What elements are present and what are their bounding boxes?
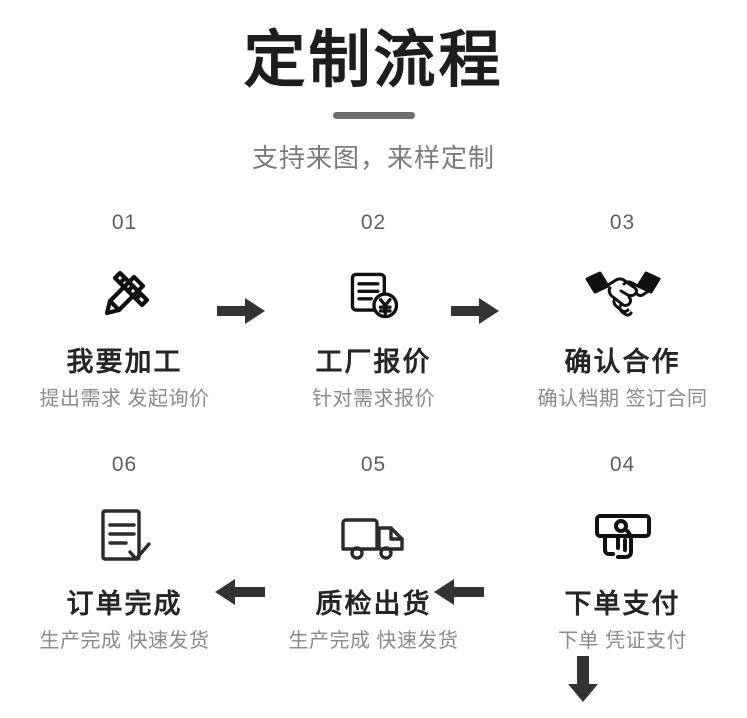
document-check-icon [0, 501, 249, 573]
step-title: 订单完成 [66, 589, 183, 619]
step-number: 02 [360, 211, 387, 234]
flow-row-two: 06 订单完成 生产完成 快速发货 05 [0, 453, 747, 655]
step-number: 04 [609, 453, 636, 476]
step-description: 针对需求报价 [312, 388, 435, 410]
step-description: 生产完成 快速发货 [39, 630, 210, 652]
step-description: 下单 凭证支付 [557, 630, 688, 652]
step-number: 05 [360, 453, 387, 476]
pen-ruler-icon [0, 259, 249, 331]
flow-row-one: 01 我要加工 提出需求 发起询价 [0, 211, 747, 413]
step-number: 03 [609, 211, 636, 234]
step-title: 下单支付 [564, 589, 681, 619]
page-subtitle: 支持来图，来样定制 [251, 143, 495, 173]
flow-step-04[interactable]: 04 下单支付 下单 凭证支付 [498, 453, 747, 655]
page-header: 定制流程 支持来图，来样定制 [0, 0, 747, 175]
step-title: 我要加工 [66, 347, 183, 377]
step-number: 01 [111, 211, 138, 234]
flow-step-05[interactable]: 05 质检出货 生产完成 快速发货 [249, 453, 498, 655]
flow-step-03[interactable]: 03 确认合作 [498, 211, 747, 413]
step-description: 确认档期 签订合同 [537, 388, 708, 410]
delivery-truck-icon [249, 501, 498, 573]
flow-step-06[interactable]: 06 订单完成 生产完成 快速发货 [0, 453, 249, 655]
hand-payment-icon [498, 501, 747, 573]
document-yuan-icon [249, 259, 498, 331]
step-number: 06 [111, 453, 138, 476]
title-divider [332, 112, 415, 119]
handshake-icon [498, 259, 747, 331]
process-flow: 01 我要加工 提出需求 发起询价 [0, 211, 747, 702]
arrow-down-03-to-04 [567, 656, 599, 702]
step-description: 生产完成 快速发货 [288, 630, 459, 652]
step-title: 确认合作 [564, 347, 681, 377]
flow-step-01[interactable]: 01 我要加工 提出需求 发起询价 [0, 211, 249, 413]
page-title: 定制流程 [243, 26, 504, 95]
flow-step-02[interactable]: 02 工厂报价 针对需求报价 [249, 211, 498, 413]
step-title: 质检出货 [315, 589, 432, 619]
step-description: 提出需求 发起询价 [39, 388, 210, 410]
step-title: 工厂报价 [315, 347, 432, 377]
